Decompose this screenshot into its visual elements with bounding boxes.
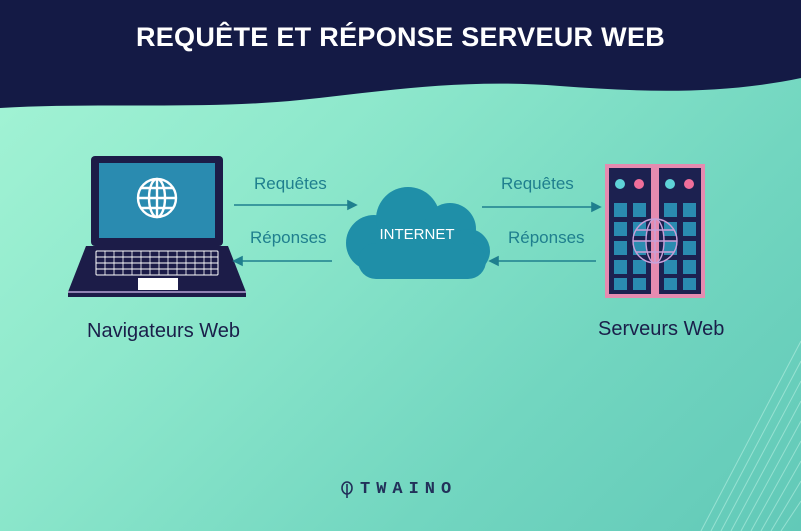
server-globe-icon <box>632 218 678 264</box>
response-label-right: Réponses <box>508 228 585 247</box>
request-arrow-left <box>234 199 358 211</box>
internet-label: INTERNET <box>379 226 455 243</box>
header-banner <box>0 0 801 108</box>
request-label-left: Requêtes <box>254 174 327 193</box>
globe-icon <box>136 177 178 219</box>
response-arrow-right <box>488 255 596 267</box>
brand-name: TWAINO <box>360 480 458 499</box>
brand-leaf-icon <box>341 480 353 498</box>
right-arrows <box>482 201 602 267</box>
response-label-left: Réponses <box>250 228 327 247</box>
page-title: REQUÊTE ET RÉPONSE SERVEUR WEB <box>135 22 666 52</box>
client-caption: Navigateurs Web <box>87 320 241 342</box>
server-icon <box>605 164 705 298</box>
request-label-right: Requêtes <box>501 174 574 193</box>
left-arrows <box>232 199 358 267</box>
server-caption: Serveurs Web <box>598 318 725 340</box>
cloud-icon <box>346 187 490 279</box>
request-arrow-right <box>482 201 602 213</box>
laptop-icon <box>68 156 246 297</box>
decorative-hatching <box>700 340 801 531</box>
brand-logo: TWAINO <box>340 480 470 499</box>
response-arrow-left <box>232 255 332 267</box>
